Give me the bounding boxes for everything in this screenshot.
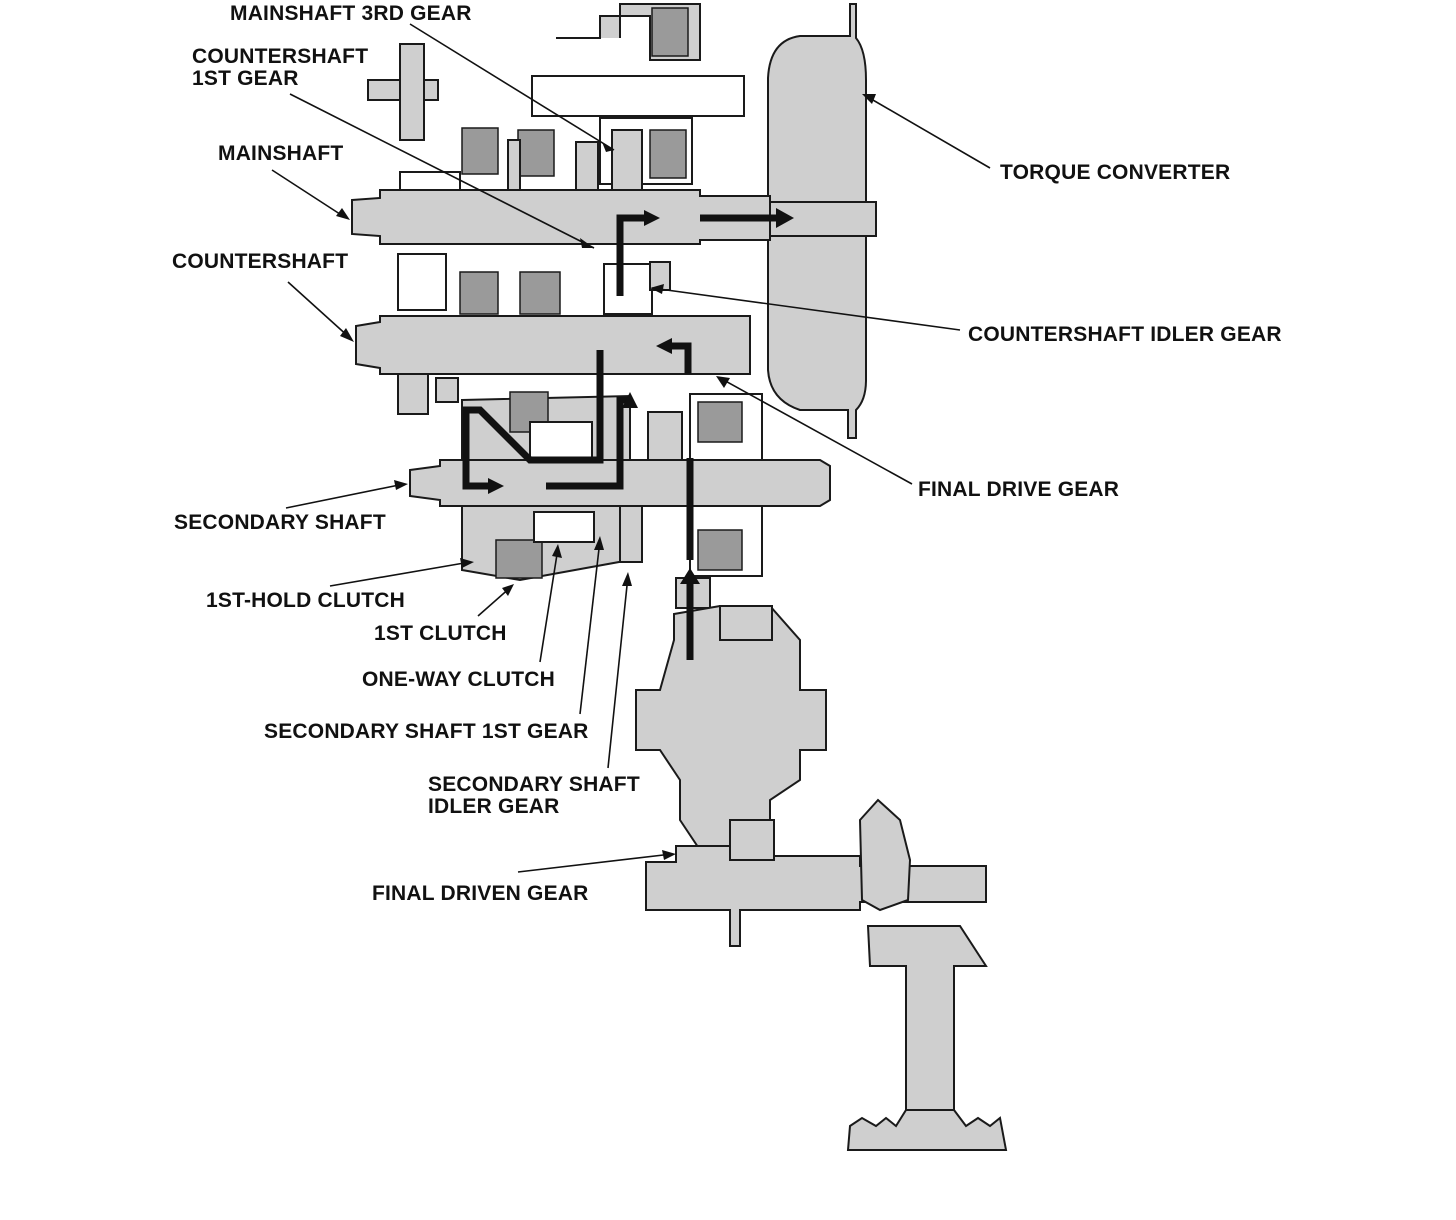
label-mainshaft: MAINSHAFT xyxy=(218,142,343,165)
power-flow-path xyxy=(462,208,794,660)
leader-lines xyxy=(271,23,991,873)
label-countershaft-1st-gear-line1: COUNTERSHAFT xyxy=(192,45,368,68)
mainshaft xyxy=(351,127,877,245)
label-countershaft-idler-gear: COUNTERSHAFT IDLER GEAR xyxy=(968,323,1282,346)
label-torque-converter: TORQUE CONVERTER xyxy=(1000,161,1230,184)
mainshaft-upper-assembly xyxy=(367,3,745,191)
label-secondary-shaft-1st-gear: SECONDARY SHAFT 1ST GEAR xyxy=(264,720,589,743)
label-countershaft: COUNTERSHAFT xyxy=(172,250,348,273)
label-secondary-shaft: SECONDARY SHAFT xyxy=(174,511,386,534)
label-1st-clutch: 1ST CLUTCH xyxy=(374,622,507,645)
label-countershaft-1st-gear-line2: 1ST GEAR xyxy=(192,67,299,90)
diagram-labels: MAINSHAFT 3RD GEAR COUNTERSHAFT 1ST GEAR… xyxy=(172,2,1282,905)
label-1st-hold-clutch: 1ST-HOLD CLUTCH xyxy=(206,589,405,612)
label-one-way-clutch: ONE-WAY CLUTCH xyxy=(362,668,555,691)
countershaft xyxy=(355,253,751,415)
differential xyxy=(635,577,827,851)
label-final-driven-gear: FINAL DRIVEN GEAR xyxy=(372,882,589,905)
label-final-drive-gear: FINAL DRIVE GEAR xyxy=(918,478,1119,501)
output-pinion-assembly xyxy=(846,925,1008,1151)
label-secondary-shaft-idler-gear-line1: SECONDARY SHAFT xyxy=(428,773,640,796)
label-mainshaft-3rd-gear: MAINSHAFT 3RD GEAR xyxy=(230,2,472,25)
final-driven-gear-assembly xyxy=(645,798,987,947)
label-secondary-shaft-idler-gear-line2: IDLER GEAR xyxy=(428,795,560,818)
